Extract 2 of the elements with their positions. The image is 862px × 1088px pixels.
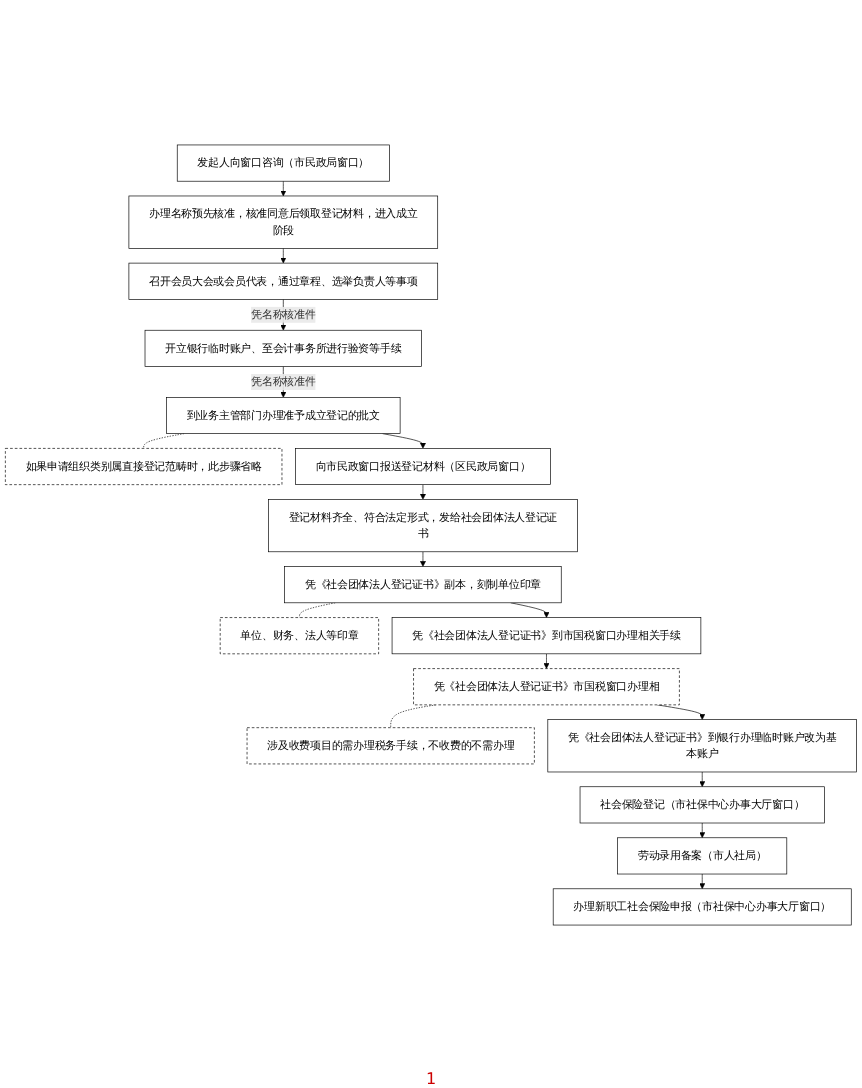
page-number: 1 [425, 1070, 437, 1088]
connector [143, 433, 185, 449]
